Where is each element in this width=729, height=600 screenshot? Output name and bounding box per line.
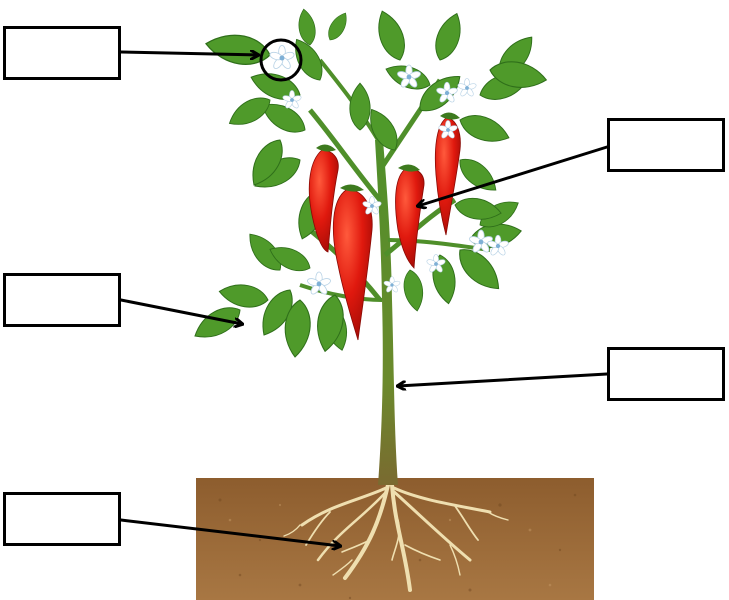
plant-fruits [308, 112, 461, 341]
stem-label-box[interactable] [607, 347, 725, 401]
root-arrow [119, 518, 340, 546]
root-label-box[interactable] [3, 492, 121, 546]
flower-highlight-circle [259, 38, 303, 82]
label-arrows [119, 52, 609, 546]
stem-arrow [398, 372, 609, 386]
leaf-label-box[interactable] [3, 273, 121, 327]
leaf-arrow [119, 298, 242, 324]
plant-roots [283, 483, 509, 592]
fruit-arrow [418, 145, 609, 206]
fruit-label-box[interactable] [607, 118, 725, 172]
flower-label-box[interactable] [3, 26, 121, 80]
flower-arrow [119, 52, 258, 55]
